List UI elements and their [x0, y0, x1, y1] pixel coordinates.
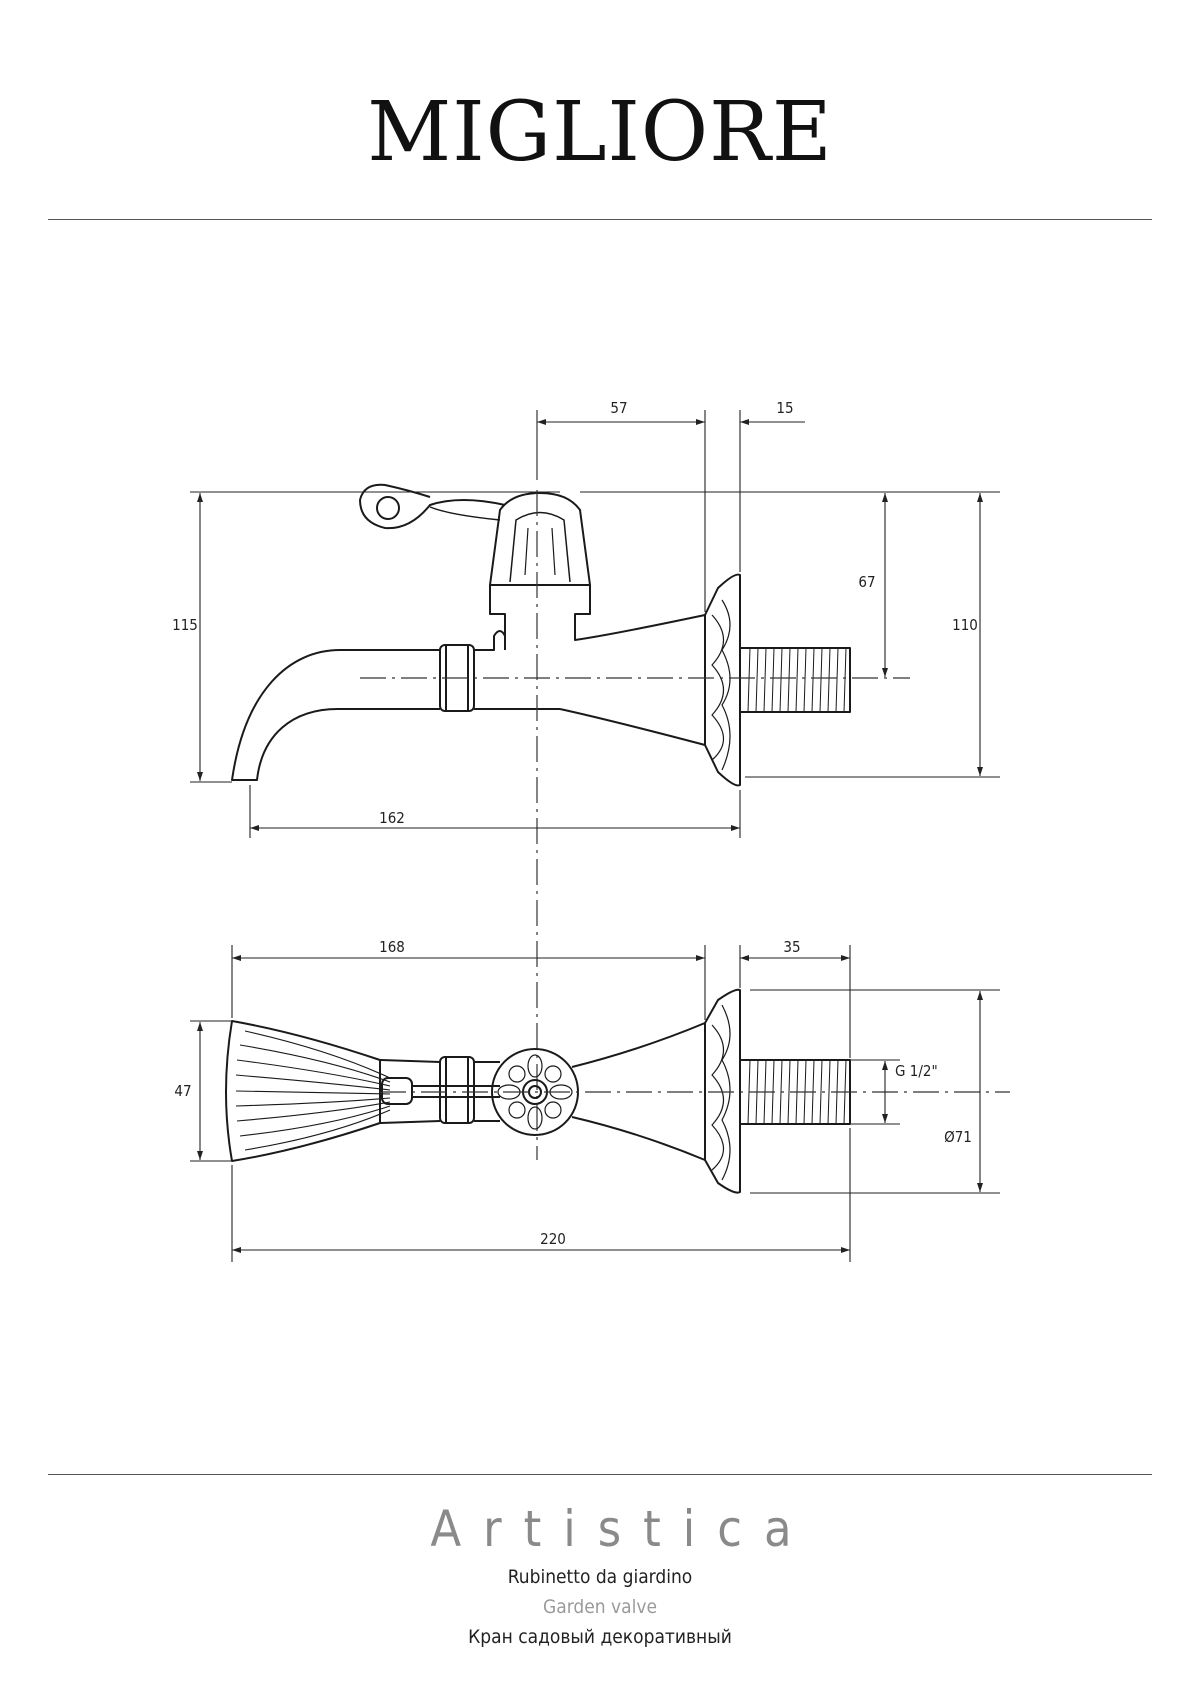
lever-top — [381, 1077, 413, 1105]
dim-47: 47 — [174, 1082, 191, 1100]
thread-hatch — [747, 647, 847, 713]
pipe-body — [474, 630, 560, 710]
dim-110: 110 — [952, 616, 978, 634]
valve-body — [489, 584, 706, 746]
header-divider — [48, 219, 1152, 220]
dim-220: 220 — [540, 1230, 566, 1248]
dim-thread: G 1/2" — [895, 1062, 938, 1080]
dim-15: 15 — [776, 399, 793, 417]
coupling-ring-top — [439, 1056, 475, 1124]
brand-logo: MIGLIORE — [367, 85, 833, 180]
top-view — [225, 988, 851, 1194]
escutcheon — [704, 573, 741, 787]
dim-162: 162 — [379, 809, 405, 827]
rosette-petals — [497, 1054, 573, 1130]
product-name-italian: Rubinetto da giardino — [507, 1566, 693, 1588]
handle-lever — [359, 483, 506, 530]
fluted-spout — [225, 1020, 381, 1162]
thread-connector — [739, 647, 851, 713]
top-dimension-labels: 168 35 47 G 1/2" Ø71 220 — [174, 938, 971, 1248]
dim-57: 57 — [610, 399, 627, 417]
body-top — [379, 1059, 500, 1124]
product-name-english: Garden valve — [542, 1596, 658, 1618]
top-dimensions — [190, 945, 1000, 1262]
spout-outline — [231, 649, 440, 781]
spout-flutes — [235, 1030, 391, 1151]
product-name-russian: Кран садовый декоративный — [468, 1626, 732, 1648]
dim-diameter: Ø71 — [944, 1128, 972, 1146]
dim-67: 67 — [858, 573, 875, 591]
handle-cap — [489, 492, 591, 586]
escutcheon-top — [704, 988, 741, 1194]
side-view — [231, 483, 851, 787]
dim-35: 35 — [783, 938, 800, 956]
side-dimensions — [190, 410, 1000, 838]
dim-115: 115 — [172, 616, 198, 634]
series-name: Artistica — [430, 1500, 814, 1558]
side-dimension-labels: 57 15 67 115 110 162 — [172, 399, 978, 827]
footer-divider — [48, 1474, 1152, 1475]
dim-168: 168 — [379, 938, 405, 956]
